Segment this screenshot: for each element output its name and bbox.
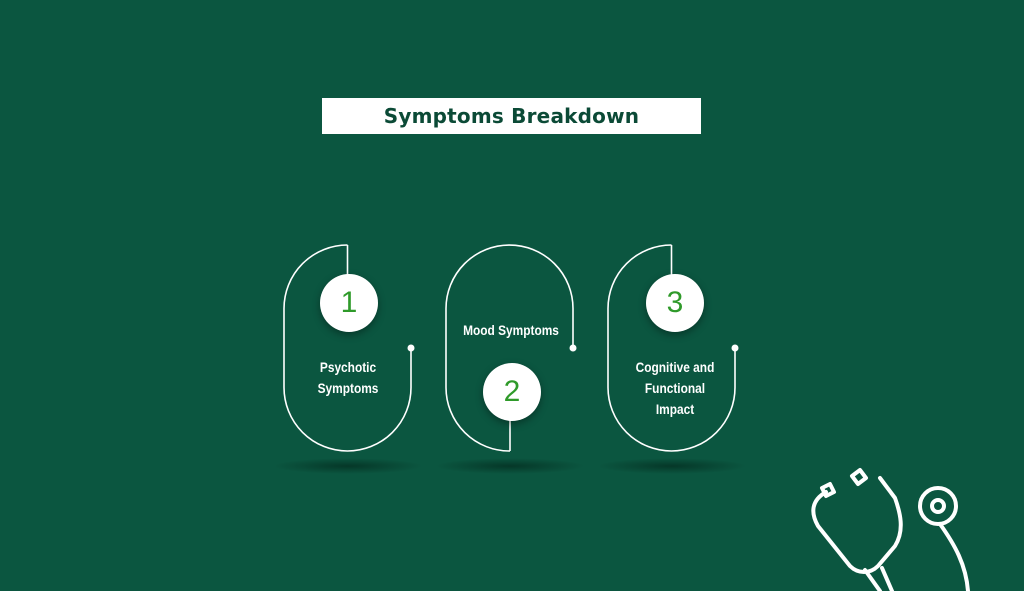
pill-outline-1 <box>283 244 412 452</box>
title-banner: Symptoms Breakdown <box>322 98 701 134</box>
step-number-text: 3 <box>666 286 684 319</box>
step-number-text: 1 <box>340 286 358 319</box>
label-line: Mood Symptoms <box>463 322 559 338</box>
step-number-2: 2 <box>483 363 541 421</box>
step-label-2: Mood Symptoms <box>455 320 567 341</box>
pill-shadow <box>273 458 423 474</box>
pill-shadow <box>435 458 585 474</box>
endpoint-dot <box>731 344 739 352</box>
label-line: Cognitive and <box>635 359 715 375</box>
endpoint-dot <box>407 344 415 352</box>
step-number-1: 1 <box>320 274 378 332</box>
label-line: Symptoms <box>317 380 379 396</box>
step-number-3: 3 <box>646 274 704 332</box>
pill-outline-3 <box>607 244 736 452</box>
label-line: Psychotic <box>319 359 377 375</box>
step-number-text: 2 <box>503 375 521 408</box>
step-label-3: Cognitive and Functional Impact <box>618 357 732 420</box>
label-line: Impact <box>655 401 695 417</box>
endpoint-dot <box>569 344 577 352</box>
stethoscope-icon <box>811 468 970 591</box>
pill-shadow <box>597 458 747 474</box>
page-title: Symptoms Breakdown <box>383 104 640 128</box>
label-line: Functional <box>644 380 706 396</box>
step-label-1: Psychotic Symptoms <box>297 357 399 399</box>
pill-outline-2 <box>445 244 574 452</box>
